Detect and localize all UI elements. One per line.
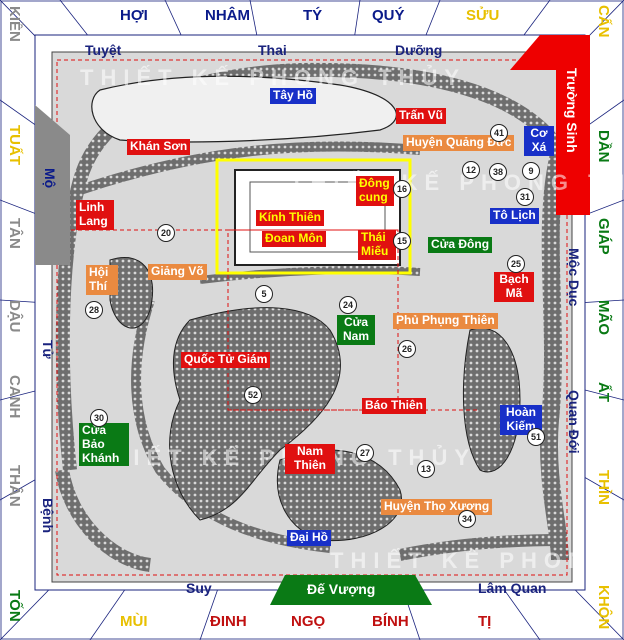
truong-sinh-marker [510, 35, 590, 215]
label-dong-cung: Đông cung [356, 176, 394, 206]
label-cua-bao-khanh: Cửa Bảo Khánh [79, 423, 129, 467]
map-number-marker: 51 [527, 428, 545, 446]
label-bao-thien: Báo Thiên [362, 398, 427, 414]
dir-quy: QUÝ [372, 7, 405, 24]
dir-ton: TỐN [6, 590, 23, 622]
phase-truong-sinh: Trường Sinh [564, 68, 580, 153]
label-huyen-tho-xuong: Huyện Thọ Xương [381, 499, 493, 515]
map-number-marker: 28 [85, 301, 103, 319]
map-number-marker: 38 [489, 163, 507, 181]
watermark: THIẾT KẾ PHONG THỦY [90, 445, 477, 470]
label-tay-ho: Tây Hồ [270, 88, 317, 104]
phase-mo: Mộ [42, 168, 58, 189]
label-hoi-thi: Hội Thí [86, 265, 118, 295]
dir-ti: TỊ [478, 613, 492, 630]
dir-tan: TÂN [6, 218, 23, 249]
dir-thin: THÌN [595, 470, 612, 505]
dir-can: CẤN [595, 5, 612, 38]
map-number-marker: 52 [244, 386, 262, 404]
dir-ngo: NGỌ [291, 613, 326, 630]
label-nam-thien: Nam Thiên [285, 444, 335, 474]
map-number-marker: 24 [339, 296, 357, 314]
watermark: THIẾT KẾ PHONG THỦY [330, 548, 624, 573]
map-number-marker: 9 [522, 162, 540, 180]
label-kinh-thien: Kính Thiên [256, 210, 324, 226]
phase-benh: Bệnh [40, 498, 56, 533]
map-number-marker: 15 [393, 232, 411, 250]
dir-canh: CANH [6, 375, 23, 419]
label-to-lich: Tô Lịch [490, 208, 539, 224]
label-huyen-quang-duc: Huyện Quảng Đức [403, 135, 515, 151]
phase-duong: Dưỡng [395, 42, 443, 58]
de-vuong-marker [270, 575, 432, 605]
map-number-marker: 25 [507, 255, 525, 273]
label-dai-ho: Đại Hồ [287, 530, 332, 546]
label-cua-dong: Cửa Đông [428, 237, 493, 253]
dir-dan: DẦN [595, 130, 612, 163]
watermark: THIẾT KẾ PHONG THỦY [290, 170, 624, 195]
phase-de-vuong: Đế Vượng [307, 581, 376, 597]
dir-mao: MÃO [595, 300, 612, 335]
label-co-xa: Cơ Xá [524, 126, 554, 156]
map-number-marker: 27 [356, 444, 374, 462]
phase-moc-duc: Mộc Dục [566, 248, 582, 307]
map-number-marker: 26 [398, 340, 416, 358]
dir-hoi: HỢI [120, 7, 148, 24]
label-khan-son: Khán Sơn [127, 139, 191, 155]
map-number-marker: 41 [490, 124, 508, 142]
watermark: THIẾT KẾ PHONG THỦY [80, 65, 467, 90]
dir-kien: KIỀN [6, 6, 23, 42]
dir-than: THÂN [6, 465, 23, 507]
phase-quan-doi: Quan Đới [566, 390, 582, 454]
dir-ty: TÝ [303, 7, 323, 24]
label-linh-lang: Linh Lang [76, 200, 114, 230]
dir-suu: SỬU [466, 7, 500, 24]
map-number-marker: 12 [462, 161, 480, 179]
label-doan-mon: Đoan Môn [262, 231, 326, 247]
map-number-marker: 16 [393, 180, 411, 198]
label-quoc-tu-giam: Quốc Tử Giám [181, 352, 271, 368]
phase-thai: Thai [258, 42, 287, 58]
label-thai-mieu: Thái Miếu [358, 230, 396, 260]
dir-tuat: TUẤT [6, 125, 23, 165]
map-number-marker: 5 [255, 285, 273, 303]
dir-khon: KHÔN [595, 585, 612, 630]
dir-mui: MÙI [120, 613, 148, 630]
label-cua-nam: Cửa Nam [337, 315, 375, 345]
map-number-marker: 20 [157, 224, 175, 242]
mo-marker [35, 105, 70, 265]
phase-tu: Tử [40, 340, 56, 359]
label-tran-vu: Trấn Vũ [396, 108, 447, 124]
phase-tuyet: Tuyệt [85, 42, 122, 58]
label-bach-ma: Bạch Mã [494, 272, 534, 302]
forbidden-city-outline [215, 158, 412, 275]
label-giang-vo: Giảng Võ [148, 264, 207, 280]
phase-suy: Suy [186, 580, 212, 596]
map-number-marker: 13 [417, 460, 435, 478]
phase-lam-quan: Lâm Quan [478, 580, 547, 596]
dir-at: ẤT [595, 382, 612, 402]
dir-giap: GIÁP [595, 218, 612, 255]
dir-nham: NHÂM [205, 7, 250, 24]
dir-dinh: ĐINH [210, 613, 247, 630]
dir-binh: BÍNH [372, 613, 409, 630]
map-number-marker: 31 [516, 188, 534, 206]
map-number-marker: 34 [458, 510, 476, 528]
dir-dau: DẬU [6, 300, 23, 333]
label-phu-phung-thien: Phủ Phụng Thiên [393, 313, 498, 329]
map-number-marker: 30 [90, 409, 108, 427]
